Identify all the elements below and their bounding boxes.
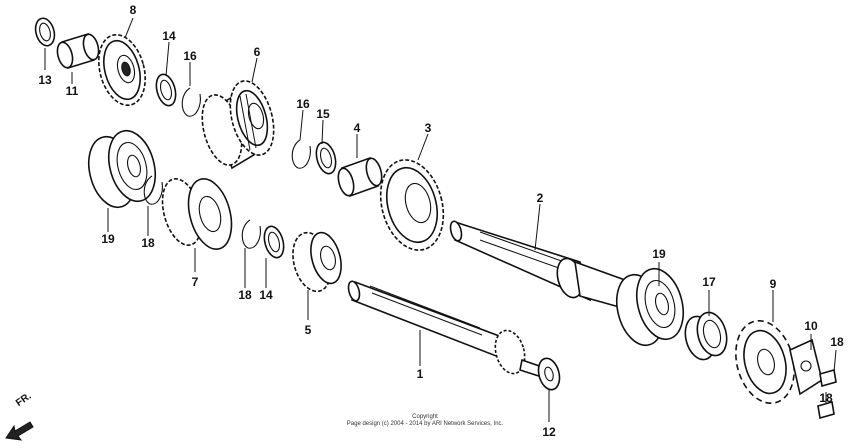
callout-18-right-upper[interactable]: 18 bbox=[830, 335, 844, 349]
part-15-washer[interactable] bbox=[313, 140, 339, 176]
callout-14-mid[interactable]: 14 bbox=[259, 288, 273, 302]
part-19-bearing-right[interactable] bbox=[609, 264, 690, 351]
callout-12[interactable]: 12 bbox=[542, 425, 556, 439]
part-1-mainshaft[interactable] bbox=[347, 280, 546, 380]
part-5-gear[interactable] bbox=[287, 228, 346, 295]
part-16-circlip-mid[interactable] bbox=[291, 139, 311, 169]
callout-10[interactable]: 10 bbox=[804, 319, 818, 333]
part-19-bearing-left[interactable] bbox=[81, 126, 162, 213]
callout-6[interactable]: 6 bbox=[254, 45, 261, 59]
part-18-circlip-mid[interactable] bbox=[241, 219, 261, 249]
callout-4[interactable]: 4 bbox=[354, 121, 361, 135]
callout-5[interactable]: 5 bbox=[305, 323, 312, 337]
callout-16-mid[interactable]: 16 bbox=[296, 97, 310, 111]
callout-2[interactable]: 2 bbox=[537, 191, 544, 205]
part-14-washer-mid[interactable] bbox=[261, 224, 287, 260]
part-9-drive-sprocket[interactable] bbox=[727, 314, 803, 410]
part-18-bolt-upper[interactable] bbox=[819, 368, 837, 388]
callout-13[interactable]: 13 bbox=[38, 73, 52, 87]
callout-18-left[interactable]: 18 bbox=[141, 236, 155, 250]
callout-8[interactable]: 8 bbox=[130, 3, 137, 17]
callout-1[interactable]: 1 bbox=[417, 367, 424, 381]
part-10-fixing-plate[interactable] bbox=[789, 338, 823, 396]
part-2-countershaft[interactable] bbox=[449, 220, 631, 312]
callout-16-top[interactable]: 16 bbox=[183, 49, 197, 63]
part-7-gear[interactable] bbox=[156, 174, 239, 254]
part-17-oil-seal[interactable] bbox=[681, 309, 731, 363]
callout-7[interactable]: 7 bbox=[192, 275, 199, 289]
callout-19-left[interactable]: 19 bbox=[101, 232, 115, 246]
part-3-gear[interactable] bbox=[371, 153, 453, 257]
part-12-washer[interactable] bbox=[535, 356, 563, 392]
copyright-line-2: Page design (c) 2004 - 2014 by ARI Netwo… bbox=[346, 421, 504, 427]
callout-17[interactable]: 17 bbox=[702, 275, 716, 289]
part-18-circlip-left[interactable] bbox=[143, 175, 163, 205]
part-4-bushing[interactable] bbox=[336, 156, 385, 198]
part-callouts: 8 14 16 6 13 11 16 15 4 3 2 19 18 7 18 1… bbox=[38, 3, 844, 439]
callout-18-mid[interactable]: 18 bbox=[238, 288, 252, 302]
callout-9[interactable]: 9 bbox=[770, 277, 777, 291]
copyright-line-1: Copyright bbox=[412, 414, 438, 420]
callout-18-right-lower[interactable]: 18 bbox=[819, 391, 833, 405]
leader-lines bbox=[44, 17, 837, 422]
callout-14-top[interactable]: 14 bbox=[162, 29, 176, 43]
part-11-bushing[interactable] bbox=[55, 32, 101, 70]
part-18-bolt-lower[interactable] bbox=[817, 400, 835, 420]
part-16-circlip-top[interactable] bbox=[181, 87, 201, 117]
part-8-gear[interactable] bbox=[91, 30, 152, 111]
callout-15[interactable]: 15 bbox=[316, 107, 330, 121]
callout-19-right[interactable]: 19 bbox=[652, 247, 666, 261]
callout-3[interactable]: 3 bbox=[425, 121, 432, 135]
part-13-washer[interactable] bbox=[33, 16, 58, 48]
front-direction-arrow-icon bbox=[5, 421, 34, 441]
part-14-washer-top[interactable] bbox=[153, 72, 179, 108]
part-6-gear[interactable] bbox=[195, 76, 281, 170]
callout-11[interactable]: 11 bbox=[66, 84, 79, 98]
